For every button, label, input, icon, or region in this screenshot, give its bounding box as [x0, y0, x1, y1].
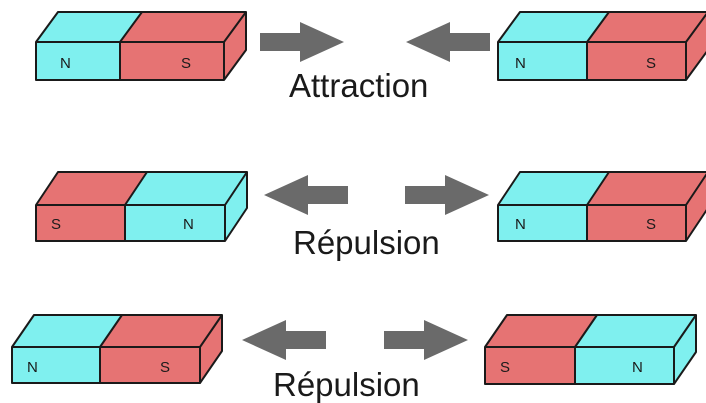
caption-repulsion: Répulsion — [273, 366, 420, 403]
magnet-outline — [35, 171, 248, 242]
magnet-top-face — [12, 315, 122, 347]
magnet-outline — [35, 11, 247, 81]
magnet-top-face — [125, 172, 247, 205]
magnet-front-pole — [125, 205, 225, 241]
magnet-front-pole — [498, 42, 587, 80]
magnet-right-row-1: N S — [497, 11, 706, 81]
magnet-front-pole — [36, 42, 120, 80]
pole-label: S — [500, 359, 510, 376]
magnet-top-face — [36, 172, 147, 205]
magnet-left-row-2: S N — [35, 171, 248, 242]
magnet-outline — [497, 171, 706, 242]
magnet-side-face — [686, 14, 706, 80]
magnet-outline — [497, 11, 706, 81]
pole-label: N — [60, 55, 71, 72]
magnet-top-face — [575, 315, 696, 347]
magnet-front-pole — [100, 347, 200, 383]
caption-attraction: Attraction — [289, 67, 429, 104]
magnet-left-row-1: N S — [35, 11, 247, 81]
magnet-left-row-3: N S — [11, 314, 223, 384]
magnet-top-face — [100, 315, 222, 347]
arrow-right-icon — [260, 22, 344, 62]
pole-label: S — [646, 216, 656, 233]
pole-label: N — [183, 216, 194, 233]
pole-label: N — [515, 55, 526, 72]
magnet-side-face — [686, 175, 706, 241]
caption-repulsion: Répulsion — [293, 224, 440, 261]
magnet-top-face — [498, 12, 609, 42]
magnet-front-pole — [12, 347, 100, 383]
magnet-side-face — [224, 12, 246, 80]
arrow-right-icon — [384, 320, 468, 360]
magnet-front-pole — [498, 205, 587, 241]
pole-label: N — [27, 359, 38, 376]
magnet-top-face — [587, 12, 706, 42]
magnet-top-face — [485, 315, 597, 347]
magnet-front-pole — [485, 347, 575, 384]
magnet-side-face — [200, 315, 222, 383]
magnet-side-face — [674, 315, 696, 384]
magnet-top-face — [120, 12, 246, 42]
magnet-front-pole — [36, 205, 125, 241]
magnet-right-row-3: S N — [484, 314, 697, 385]
magnet-right-row-2: N S — [497, 171, 706, 242]
arrow-left-icon — [264, 175, 348, 215]
arrow-right-icon — [405, 175, 489, 215]
magnet-side-face — [225, 172, 247, 241]
row-repulsion-2: N S S N — [11, 314, 697, 385]
arrow-left-icon — [406, 22, 490, 62]
pole-label: N — [632, 359, 643, 376]
magnet-outline — [484, 314, 697, 385]
pole-label: S — [51, 216, 61, 233]
magnet-top-face — [36, 12, 142, 42]
pole-label: N — [515, 216, 526, 233]
magnet-front-pole — [120, 42, 224, 80]
magnet-front-pole — [587, 42, 686, 80]
magnet-front-pole — [575, 347, 674, 384]
magnet-top-face — [498, 172, 609, 205]
row-attraction: N S N S — [35, 11, 706, 81]
magnet-outline — [11, 314, 223, 384]
pole-label: S — [181, 55, 191, 72]
magnet-top-face — [587, 172, 706, 205]
arrow-left-icon — [242, 320, 326, 360]
pole-label: S — [646, 55, 656, 72]
magnet-front-pole — [587, 205, 686, 241]
pole-label: S — [160, 359, 170, 376]
row-repulsion-1: S N N S — [35, 171, 706, 242]
